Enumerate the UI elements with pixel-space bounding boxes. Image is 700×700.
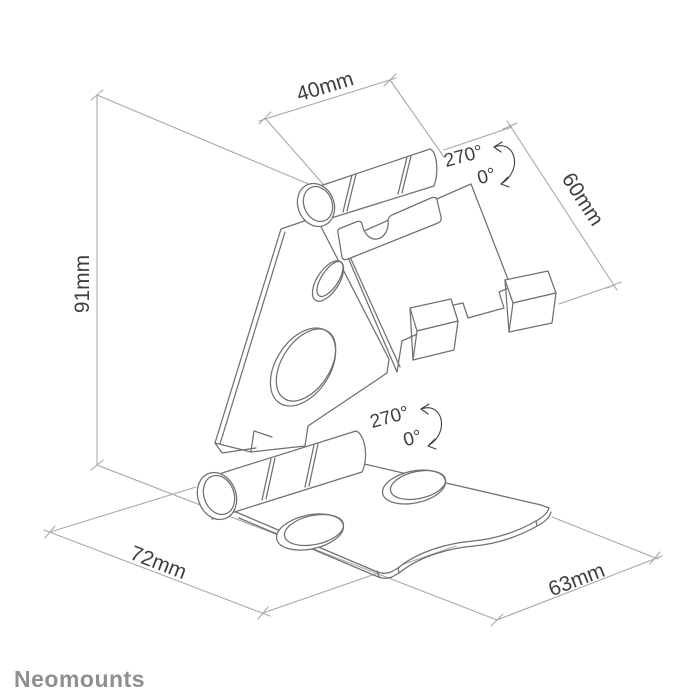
phone-cradle-plate: [340, 183, 557, 373]
cylinder-body: [311, 148, 438, 225]
extension-line: [264, 117, 331, 193]
cradle-thickness-edge: [345, 247, 401, 368]
label-rotation-top-min: 0°: [475, 164, 498, 189]
corner-facet: [376, 570, 380, 578]
leg-foot-edge: [214, 442, 257, 454]
label-height: 91mm: [71, 255, 94, 313]
corner-facet: [397, 567, 400, 574]
tick: [44, 525, 56, 539]
label-base-width: 63mm: [545, 559, 608, 601]
dimension-top-40mm: [258, 73, 445, 193]
base-hole-right-rim: [389, 469, 447, 501]
cylinder-ring: [342, 174, 353, 213]
cylinder-ring: [261, 458, 272, 501]
phone-hook-left: [409, 298, 459, 361]
cylinder-cap-rim: [202, 474, 236, 516]
label-cradle-depth: 60mm: [557, 169, 608, 230]
rotation-indicator-top: [493, 141, 516, 188]
leg-small-hole-rim: [316, 260, 344, 298]
bottom-hinge-cylinder: [196, 430, 367, 521]
support-leg: [214, 216, 390, 454]
phone-stand-drawing: [196, 148, 557, 579]
base-hole-left-rim: [283, 513, 345, 547]
brand-logo: Neomounts: [14, 666, 145, 692]
label-rotation-bottom-max: 270°: [368, 402, 411, 432]
dimension-line: [258, 77, 397, 122]
extension-line: [551, 516, 659, 560]
leg-notch-edge: [250, 430, 273, 452]
dimension-line: [506, 120, 618, 291]
cylinder-ring: [401, 155, 412, 194]
cylinder-ring: [308, 443, 319, 487]
hook-front-face: [412, 320, 459, 361]
cylinder-ring: [346, 173, 357, 212]
dimension-line: [496, 555, 663, 621]
hook-edge: [504, 279, 510, 333]
extension-line: [49, 486, 197, 533]
arrow-head-icon: [427, 438, 437, 450]
rotation-indicator-bottom: [420, 403, 443, 450]
corner-facet: [535, 520, 538, 527]
cylinder-ring: [397, 156, 408, 195]
cylinder-ring: [265, 457, 276, 500]
arrow-head-icon: [500, 176, 510, 188]
arrow-head-icon: [493, 141, 503, 153]
tick: [502, 122, 518, 130]
tick: [257, 606, 269, 620]
label-rotation-bottom-min: 0°: [401, 426, 424, 451]
cylinder-body: [211, 430, 367, 520]
leg-large-hole-rim: [275, 328, 337, 402]
extension-line: [443, 126, 513, 151]
extension-line: [262, 545, 457, 614]
dimension-cradle-60mm: [443, 120, 622, 305]
cylinder-ring: [304, 444, 315, 488]
rotation-arc: [420, 407, 443, 447]
rotation-arc: [493, 145, 516, 185]
leg-thickness-edge: [219, 231, 286, 445]
arrow-head-icon: [420, 403, 430, 415]
extension-line: [558, 284, 615, 305]
top-hinge-bracket: [337, 196, 442, 261]
phone-hook-right: [504, 270, 557, 333]
extension-line: [96, 94, 319, 189]
cylinder-cap-rim: [302, 185, 334, 223]
base-plate-thickness: [238, 511, 552, 579]
top-hinge-cylinder: [296, 148, 438, 228]
cylinder-cap: [196, 471, 238, 521]
cradle-face: [340, 183, 512, 373]
cylinder-cap: [296, 182, 336, 228]
hook-front-face: [508, 292, 557, 333]
label-base-depth: 72mm: [127, 542, 190, 584]
dimension-line: [43, 529, 271, 617]
hook-edge: [409, 307, 414, 361]
extension-line: [389, 79, 445, 158]
